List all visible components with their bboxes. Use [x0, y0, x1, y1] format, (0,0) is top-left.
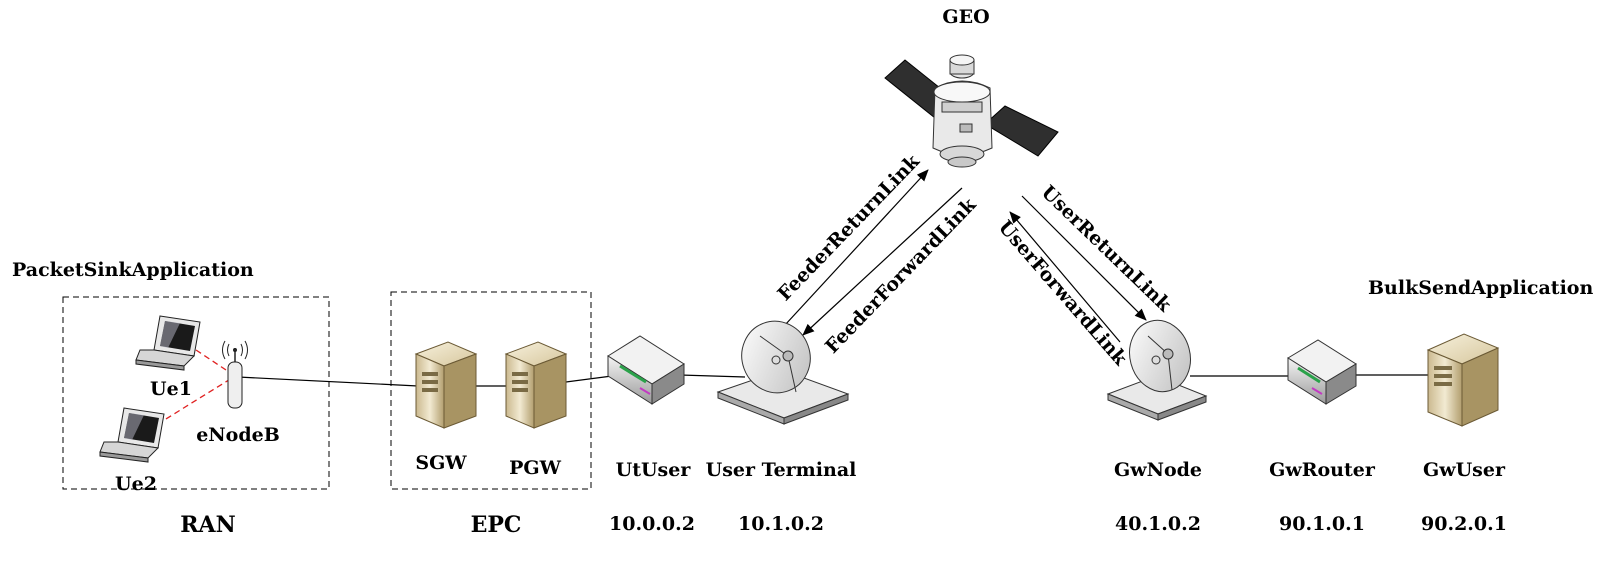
pgw-server-icon	[504, 341, 568, 429]
sgw-server-icon	[414, 341, 478, 429]
epc-label: EPC	[471, 512, 522, 538]
satellite-links	[784, 169, 1147, 343]
geo-satellite-icon	[884, 54, 1059, 168]
user-terminal-label: User Terminal	[706, 459, 857, 481]
gwrouter-address: 90.1.0.1	[1279, 513, 1365, 535]
ue1-label: Ue1	[150, 378, 192, 400]
ue2-laptop-icon	[99, 407, 165, 463]
user-return-link-arrow	[1021, 195, 1147, 321]
user-terminal-address: 10.1.0.2	[738, 513, 824, 535]
user-terminal-dish-icon	[716, 320, 850, 425]
enodeb-label: eNodeB	[196, 424, 280, 446]
enodeb-antenna-icon	[222, 340, 248, 409]
utuser-label: UtUser	[616, 459, 692, 481]
gwrouter-router-icon	[1287, 339, 1357, 405]
gwnode-dish-icon	[1106, 319, 1208, 421]
wired-links	[237, 374, 1428, 387]
link-utuser-terminal	[679, 374, 746, 378]
link-enodeb-sgw	[237, 376, 419, 387]
ue2-label: Ue2	[115, 473, 157, 495]
pgw-label: PGW	[509, 457, 562, 479]
gwuser-server-icon	[1426, 333, 1500, 427]
feeder-forward-link-arrow	[802, 187, 963, 336]
packet-sink-app-label: PacketSinkApplication	[12, 259, 254, 281]
bulk-send-app-label: BulkSendApplication	[1368, 277, 1593, 299]
sgw-label: SGW	[415, 452, 467, 474]
gwuser-address: 90.2.0.1	[1421, 513, 1507, 535]
radio-link-ue1	[195, 349, 233, 375]
link-pgw-utuser	[565, 375, 613, 383]
ran-label: RAN	[180, 512, 235, 538]
utuser-address: 10.0.0.2	[609, 513, 695, 535]
ue1-laptop-icon	[135, 315, 201, 371]
gwnode-address: 40.1.0.2	[1115, 513, 1201, 535]
gwnode-label: GwNode	[1114, 459, 1202, 481]
feeder-return-link-arrow	[784, 169, 929, 326]
radio-links	[131, 349, 233, 441]
utuser-router-icon	[607, 335, 685, 405]
epc-group-box	[390, 291, 592, 490]
ran-group-box	[62, 296, 330, 490]
user-forward-link-arrow	[1009, 211, 1121, 343]
gwrouter-label: GwRouter	[1269, 459, 1376, 481]
gwuser-label: GwUser	[1423, 459, 1506, 481]
geo-label: GEO	[942, 6, 989, 28]
